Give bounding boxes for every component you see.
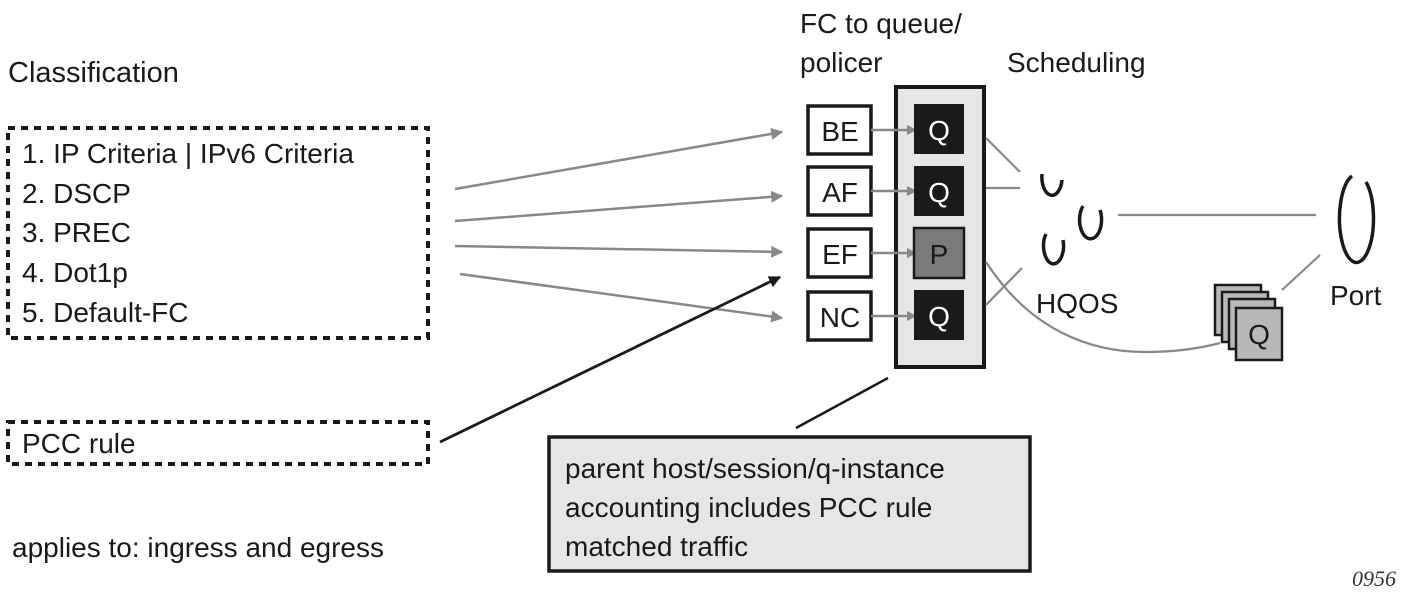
queue-be-label: Q <box>928 115 950 146</box>
fc-header-line2: policer <box>800 47 882 78</box>
queue-nc-label: Q <box>928 301 950 332</box>
scheduling-label: Scheduling <box>1007 47 1146 78</box>
fc-be-box <box>806 104 873 156</box>
fc-af-label: AF <box>822 177 858 208</box>
fc-ef-box <box>806 227 873 279</box>
hqos-scheduler-2 <box>1077 205 1104 241</box>
hqos-label: HQOS <box>1036 288 1118 319</box>
note-box <box>547 435 1032 573</box>
policer-ef-label: P <box>930 239 949 270</box>
applies-to-text: applies to: ingress and egress <box>12 532 384 563</box>
fc-ef-label: EF <box>822 239 858 270</box>
classification-item-2: 2. DSCP <box>22 178 131 209</box>
arrow-to-be <box>454 127 784 191</box>
classification-item-5: 5. Default-FC <box>22 297 189 328</box>
note-line-3: matched traffic <box>565 531 748 562</box>
classification-item-4: 4. Dot1p <box>22 257 128 288</box>
queue-be <box>914 104 964 154</box>
fc-nc-box <box>806 290 873 342</box>
figure-number: 0956 <box>1352 566 1396 591</box>
queue-af <box>914 166 964 216</box>
arrow-pcc-to-fc <box>439 275 782 444</box>
arrow-to-nc <box>459 272 784 323</box>
note-line-1: parent host/session/q-instance <box>565 453 945 484</box>
port-scheduler <box>1337 174 1376 265</box>
policer-ef <box>912 226 966 280</box>
queue-af-label: Q <box>928 177 950 208</box>
port-queue <box>1234 306 1284 362</box>
link-policer-portq <box>985 261 1221 354</box>
arrow-to-ef <box>454 244 784 258</box>
fc-nc-label: NC <box>820 302 860 333</box>
hqos-scheduler-3 <box>1041 233 1066 266</box>
pcc-rule-box <box>6 420 430 466</box>
fc-header-line1: FC to queue/ <box>800 8 962 39</box>
fc-be-label: BE <box>821 116 858 147</box>
classification-item-3: 3. PREC <box>22 217 131 248</box>
pcc-rule-label: PCC rule <box>22 428 136 459</box>
note-pointer <box>795 376 889 430</box>
classification-box <box>6 126 430 340</box>
classification-title: Classification <box>8 57 179 89</box>
note-line-2: accounting includes PCC rule <box>565 492 932 523</box>
link-portq-port <box>1281 254 1321 291</box>
hqos-scheduler-1 <box>1040 173 1064 197</box>
arrow-to-af <box>454 190 784 223</box>
link-q1-sched <box>985 137 1021 173</box>
port-label: Port <box>1330 280 1382 311</box>
classification-item-1: 1. IP Criteria | IPv6 Criteria <box>22 138 354 169</box>
port-queue-label: Q <box>1248 319 1270 350</box>
queue-nc <box>914 290 964 340</box>
